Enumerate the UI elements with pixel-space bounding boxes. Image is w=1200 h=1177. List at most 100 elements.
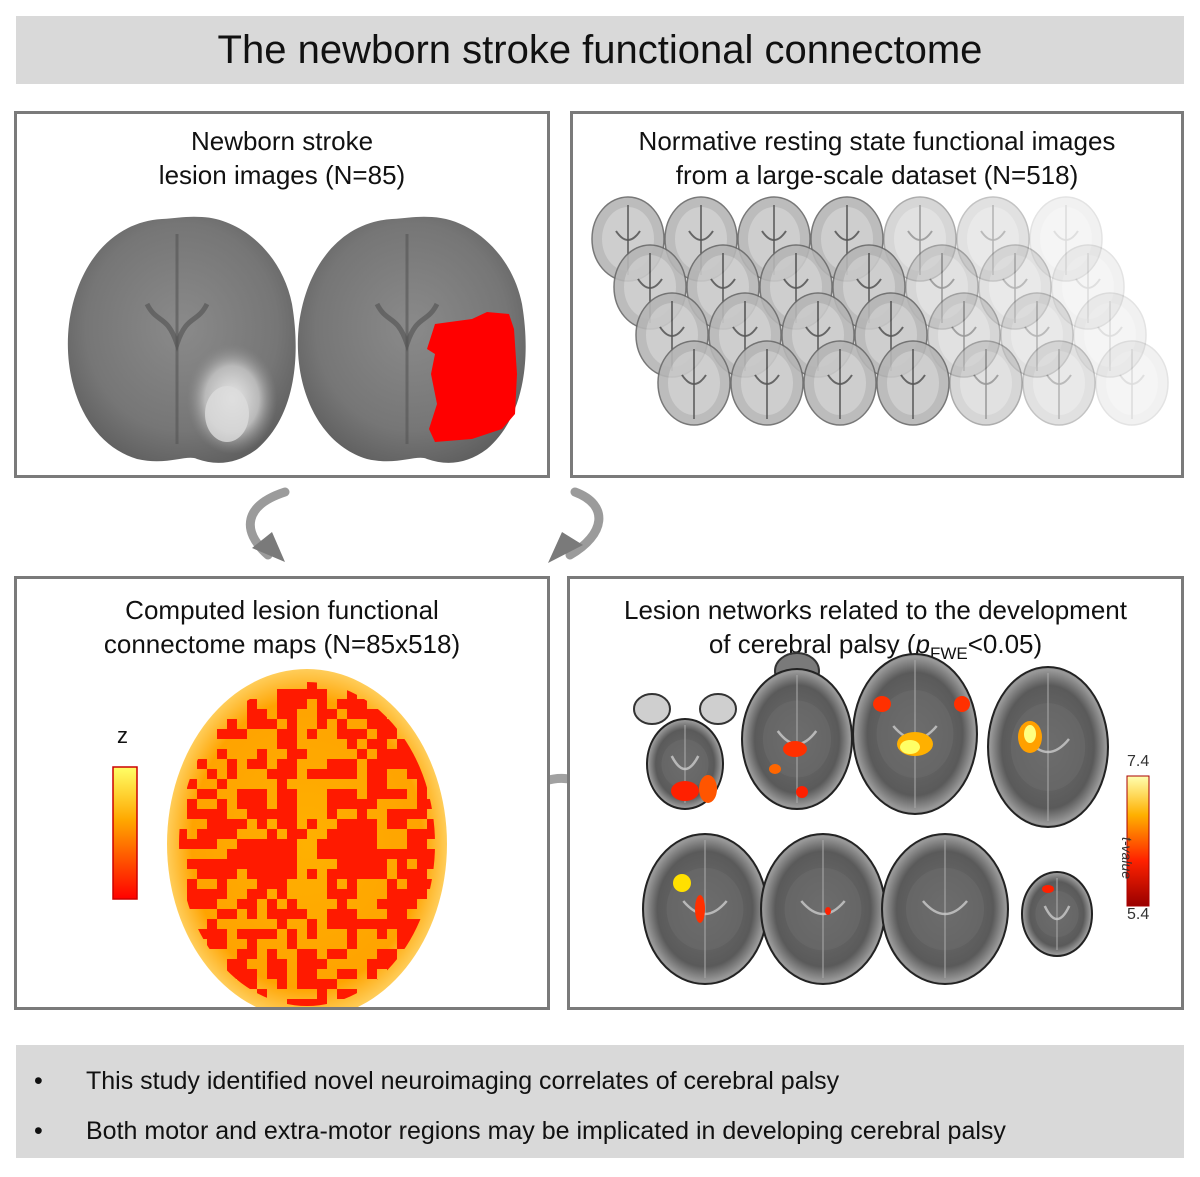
voxel xyxy=(277,759,287,769)
voxel xyxy=(237,959,247,969)
voxel xyxy=(327,709,337,719)
voxel xyxy=(267,929,277,939)
voxel xyxy=(267,969,277,979)
voxel xyxy=(347,889,357,899)
normative-brain-image xyxy=(1022,340,1096,426)
brain-slice xyxy=(987,666,1109,828)
voxel xyxy=(237,899,247,909)
voxel xyxy=(417,839,427,849)
voxel xyxy=(387,749,397,759)
voxel xyxy=(277,739,287,749)
voxel xyxy=(387,819,397,829)
voxel xyxy=(307,949,317,959)
voxel xyxy=(337,729,347,739)
panel-title-line: Computed lesion functional xyxy=(125,595,439,625)
voxel xyxy=(237,929,247,939)
activation-cluster xyxy=(954,696,970,712)
lesion-mask xyxy=(427,312,517,442)
voxel xyxy=(347,859,357,869)
voxel xyxy=(237,729,247,739)
voxel xyxy=(277,819,287,829)
activation-cluster xyxy=(796,786,808,798)
voxel xyxy=(287,809,297,819)
voxel xyxy=(207,829,217,839)
curved-arrow-icon xyxy=(245,487,290,562)
voxel xyxy=(347,939,357,949)
voxel xyxy=(277,809,287,819)
normative-brain-image xyxy=(803,340,877,426)
voxel xyxy=(247,759,257,769)
brain-slice xyxy=(741,652,853,810)
voxel xyxy=(327,849,337,859)
panel-lesion-images: Newborn stroke lesion images (N=85) xyxy=(14,111,550,478)
voxel xyxy=(297,749,307,759)
voxel xyxy=(377,759,387,769)
bullet-text: Both motor and extra-motor regions may b… xyxy=(86,1117,1006,1145)
voxel xyxy=(197,809,207,819)
voxel xyxy=(367,829,377,839)
voxel xyxy=(287,939,297,949)
voxel xyxy=(237,799,247,809)
voxel xyxy=(227,769,237,779)
activation-cluster xyxy=(699,775,717,803)
voxel xyxy=(277,919,287,929)
voxel xyxy=(257,869,267,879)
voxel xyxy=(187,839,197,849)
voxel xyxy=(207,839,217,849)
voxel xyxy=(287,929,297,939)
voxel xyxy=(287,749,297,759)
voxel xyxy=(257,759,267,769)
voxel xyxy=(227,819,237,829)
panel-title-line: lesion images (N=85) xyxy=(158,160,406,190)
voxel xyxy=(397,849,407,859)
panel-lesion-networks: Lesion networks related to the developme… xyxy=(567,576,1184,1010)
activation-cluster xyxy=(769,764,781,774)
voxel xyxy=(347,769,357,779)
voxel xyxy=(417,879,427,889)
voxel xyxy=(377,729,387,739)
voxel xyxy=(187,889,197,899)
voxel xyxy=(267,869,277,879)
voxel xyxy=(287,769,297,779)
newborn-brain-lesion-overlay xyxy=(297,216,526,463)
voxel xyxy=(337,719,347,729)
voxel xyxy=(417,809,427,819)
voxel xyxy=(367,709,377,719)
voxel xyxy=(307,819,317,829)
voxel xyxy=(227,759,237,769)
voxel xyxy=(337,949,347,959)
voxel xyxy=(257,719,267,729)
voxel xyxy=(327,889,337,899)
title-banner: The newborn stroke functional connectome xyxy=(16,16,1184,84)
voxel xyxy=(407,849,417,859)
panel-title-line: Lesion networks related to the developme… xyxy=(624,595,1127,625)
voxel xyxy=(267,769,277,779)
title-subscript: FWE xyxy=(929,644,968,664)
normative-brain-image xyxy=(978,244,1052,330)
voxel xyxy=(287,829,297,839)
voxel xyxy=(207,929,217,939)
voxel xyxy=(237,969,247,979)
voxel xyxy=(227,909,237,919)
voxel xyxy=(367,819,377,829)
voxel xyxy=(377,789,387,799)
voxel xyxy=(337,699,347,709)
voxel xyxy=(287,869,297,879)
voxel xyxy=(247,699,257,709)
voxel xyxy=(377,849,387,859)
voxel xyxy=(277,849,287,859)
voxel xyxy=(367,919,377,929)
voxel xyxy=(347,759,357,769)
voxel xyxy=(347,739,357,749)
voxel xyxy=(217,929,227,939)
voxel xyxy=(257,749,267,759)
voxel xyxy=(347,799,357,809)
voxel xyxy=(267,809,277,819)
voxel xyxy=(427,879,435,889)
voxel xyxy=(297,699,307,709)
voxel xyxy=(247,839,257,849)
voxel xyxy=(417,799,427,809)
voxel xyxy=(367,769,377,779)
panel-title-line: connectome maps (N=85x518) xyxy=(103,629,461,659)
bullet-dot: • xyxy=(34,1067,43,1095)
